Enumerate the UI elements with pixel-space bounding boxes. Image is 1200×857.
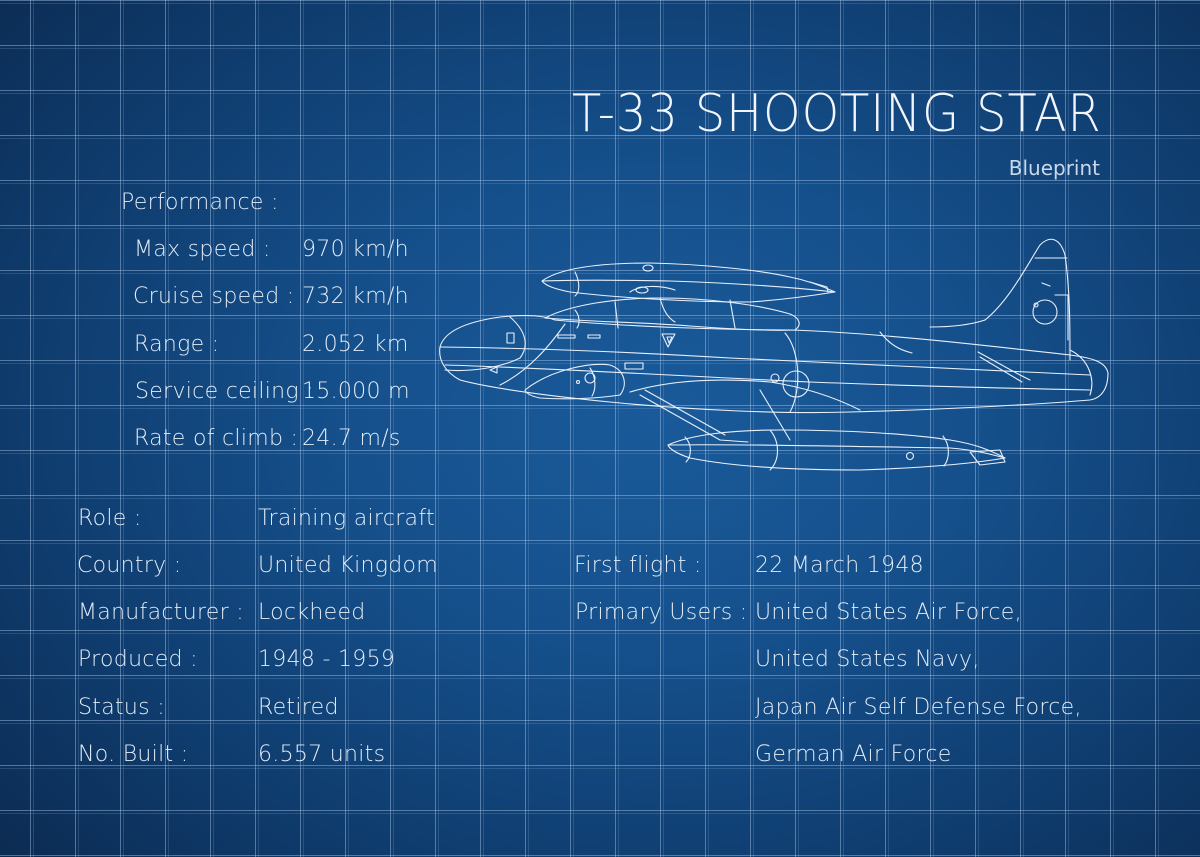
primary-users-label: Primary Users : [575,600,748,625]
perf-label-cruise-speed: Cruise speed : [133,284,295,309]
perf-label-max-speed: Max speed : [134,237,271,262]
perf-value-rate-of-climb: 24.7 m/s [302,426,401,451]
canopy [544,285,800,331]
spec-label-status: Status : [78,695,165,720]
spec-label-manufacturer: Manufacturer : [78,600,244,625]
spec-label-produced: Produced : [78,647,198,672]
perf-value-cruise-speed: 732 km/h [302,284,409,309]
spec-value-manufacturer: Lockheed [258,600,366,625]
perf-value-max-speed: 970 km/h [302,237,409,262]
spec-value-country: United Kingdom [258,553,439,578]
spec-value-role: Training aircraft [258,506,435,531]
aircraft-blueprint-drawing [439,238,1109,471]
perf-value-range: 2.052 km [302,332,409,357]
wing [629,349,1093,443]
spec-label-role: Role : [78,506,142,531]
page-title: T-33 SHOOTING STAR [572,84,1102,144]
fuselage [439,315,1109,414]
primary-user-item: United States Navy, [755,647,980,672]
tail-fin [929,238,1071,361]
perf-label-rate-of-climb: Rate of climb : [134,426,299,451]
spec-label-country: Country : [77,553,182,578]
spec-value-status: Retired [258,695,339,720]
primary-user-item: United States Air Force, [755,600,1022,625]
first-flight-label: First flight : [574,553,702,578]
spec-value-no-built: 6.557 units [258,742,386,767]
lower-drop-tank [667,429,1006,471]
page-subtitle: Blueprint [1008,156,1100,180]
first-flight-value: 22 March 1948 [755,553,924,578]
spec-label-no-built: No. Built : [78,742,189,767]
perf-label-service-ceiling: Service ceiling : [135,379,314,404]
perf-value-service-ceiling: 15.000 m [302,379,410,404]
performance-heading: Performance : [121,190,279,215]
primary-user-item: Japan Air Self Defense Force, [755,695,1082,720]
perf-label-range: Range : [134,332,220,357]
engine-intake [524,363,625,400]
spec-value-produced: 1948 - 1959 [258,647,396,672]
upper-drop-tank [541,262,836,303]
primary-user-item: German Air Force [755,742,952,767]
